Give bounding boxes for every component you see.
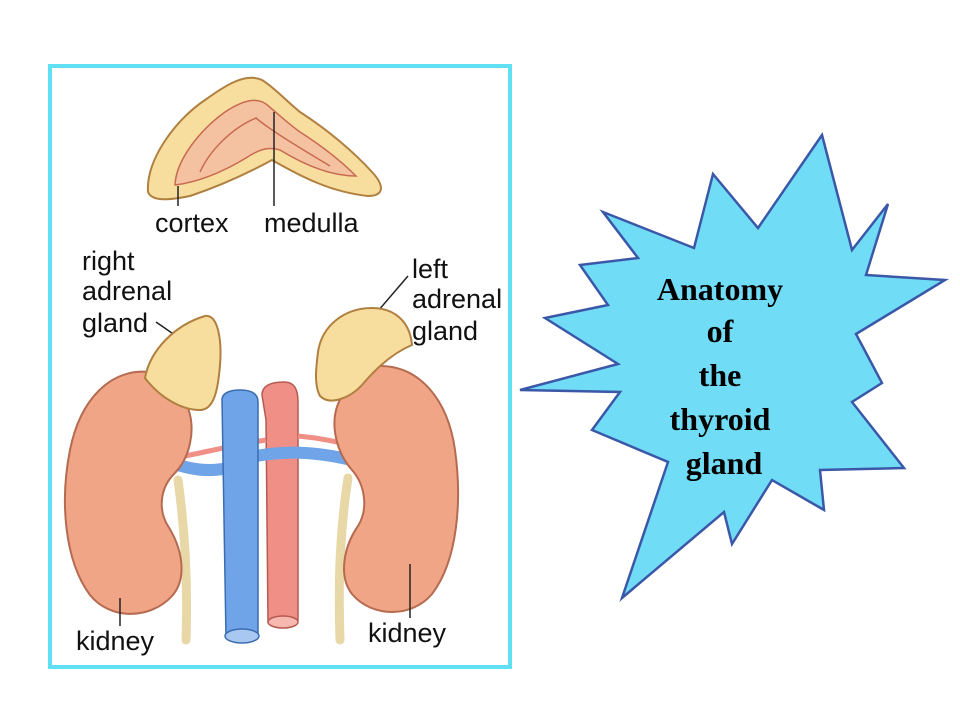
title-line-4: thyroid (670, 401, 771, 437)
right-adrenal-line-3: gland (82, 308, 148, 338)
title-starburst (519, 132, 950, 602)
adrenal-cross-section (146, 76, 382, 201)
title-line-3: the (699, 357, 742, 393)
right-adrenal-line-2: adrenal (82, 276, 172, 306)
right-adrenal-line-1: right (82, 246, 135, 276)
aorta (261, 381, 299, 623)
right-ureter (334, 473, 353, 645)
title-text: Anatomy of the thyroid gland (657, 271, 791, 481)
aorta-end (267, 615, 299, 629)
title-line-2: of (707, 313, 734, 349)
left-adrenal-label: left adrenal gland (412, 254, 510, 346)
left-adrenal-line-1: left (412, 254, 449, 284)
cortex-label: cortex (155, 208, 229, 238)
left-ureter (173, 475, 192, 645)
vena-cava (221, 389, 259, 639)
right-kidney (333, 364, 460, 613)
title-line-5: gland (686, 445, 763, 481)
medulla-label: medulla (264, 208, 360, 238)
right-kidney-label: kidney (368, 618, 447, 648)
left-adrenal-gland (315, 306, 414, 402)
left-kidney-label: kidney (76, 626, 155, 656)
right-adrenal-gland (143, 314, 222, 412)
left-adrenal-line-2: adrenal (412, 284, 502, 314)
vena-cava-end (224, 628, 260, 644)
left-kidney (63, 370, 193, 615)
left-adrenal-line-3: gland (412, 316, 478, 346)
right-adrenal-label: right adrenal gland (82, 246, 180, 338)
title-line-1: Anatomy (657, 271, 783, 307)
